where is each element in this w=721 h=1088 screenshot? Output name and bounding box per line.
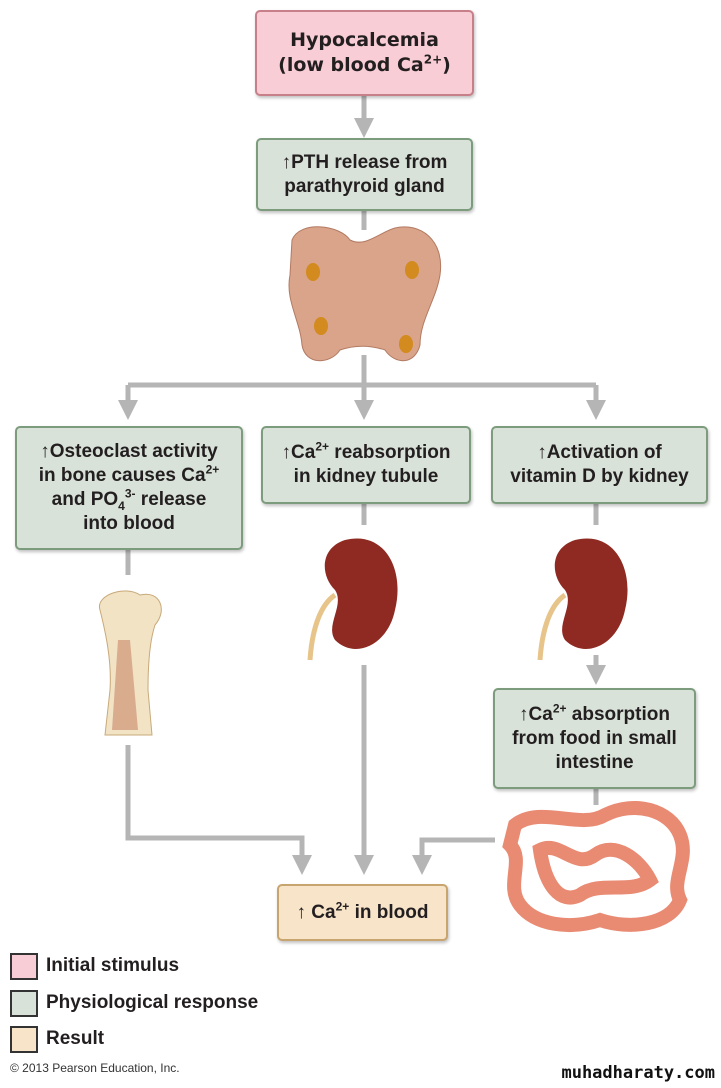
intestine-line2: from food in small <box>512 727 677 749</box>
superscript: 2+ <box>315 439 330 454</box>
copyright: © 2013 Pearson Education, Inc. <box>10 1061 180 1075</box>
up-arrow-icon: ↑ <box>281 151 292 173</box>
superscript: 2+ <box>552 701 567 716</box>
paren: ) <box>442 54 451 76</box>
up-arrow-icon: ↑ <box>40 441 50 462</box>
kidney-reabsorption-box: ↑Ca2+ reabsorption in kidney tubule <box>261 426 471 504</box>
pth-line2: parathyroid gland <box>284 175 445 197</box>
osteoclast-line3: and PO <box>51 489 119 510</box>
legend-swatch-result <box>10 1026 38 1053</box>
small-intestine-illustration <box>502 800 690 932</box>
subscript: 4 <box>118 498 125 513</box>
legend-label-stimulus: Initial stimulus <box>46 955 180 976</box>
vitamin-d-box: ↑Activation of vitamin D by kidney <box>491 426 708 504</box>
result-text: in blood <box>349 901 429 923</box>
up-arrow-icon: ↑ <box>537 442 547 463</box>
reabs-text: reabsorption <box>329 442 451 463</box>
vitd-line1: Activation of <box>546 442 662 463</box>
up-arrow-icon: ↑ <box>296 901 307 923</box>
ca-text: Ca <box>306 901 336 923</box>
result-box: ↑ Ca2+ in blood <box>277 884 448 941</box>
osteoclast-line2: in bone causes Ca <box>38 465 206 486</box>
legend-swatch-stimulus <box>10 953 38 980</box>
absorption-text: absorption <box>566 703 670 725</box>
pth-line1: PTH release from <box>291 151 448 173</box>
watermark: muhadharaty.com <box>561 1063 715 1083</box>
osteoclast-line4: into blood <box>83 513 175 534</box>
kidney-illustration-right <box>537 538 628 661</box>
up-arrow-icon: ↑ <box>519 703 529 725</box>
legend-label-response: Physiological response <box>46 992 259 1013</box>
legend-swatch-response <box>10 990 38 1017</box>
ca-text: Ca <box>291 442 316 463</box>
osteoclast-line1: Osteoclast activity <box>49 441 218 462</box>
ca-text: Ca <box>528 703 553 725</box>
legend-label-result: Result <box>46 1028 105 1049</box>
osteoclast-box: ↑Osteoclast activity in bone causes Ca2+ a… <box>15 426 243 550</box>
superscript: 2+ <box>205 462 220 477</box>
stimulus-subtitle: (low blood Ca <box>278 54 424 76</box>
intestine-line3: intestine <box>555 751 634 773</box>
kidney-illustration-left <box>307 538 398 661</box>
osteoclast-line3b: release <box>135 489 207 510</box>
superscript: 2+ <box>423 52 443 67</box>
bone-illustration <box>99 590 162 736</box>
stimulus-title: Hypocalcemia <box>290 29 439 51</box>
parathyroid-gland-illustration <box>288 226 442 362</box>
vitd-line2: vitamin D by kidney <box>510 466 689 487</box>
superscript: 2+ <box>335 899 350 914</box>
up-arrow-icon: ↑ <box>281 442 292 463</box>
reabs-line2: in kidney tubule <box>293 466 439 487</box>
stimulus-box: Hypocalcemia (low blood Ca2+) <box>255 10 474 96</box>
superscript: 3- <box>124 486 136 501</box>
